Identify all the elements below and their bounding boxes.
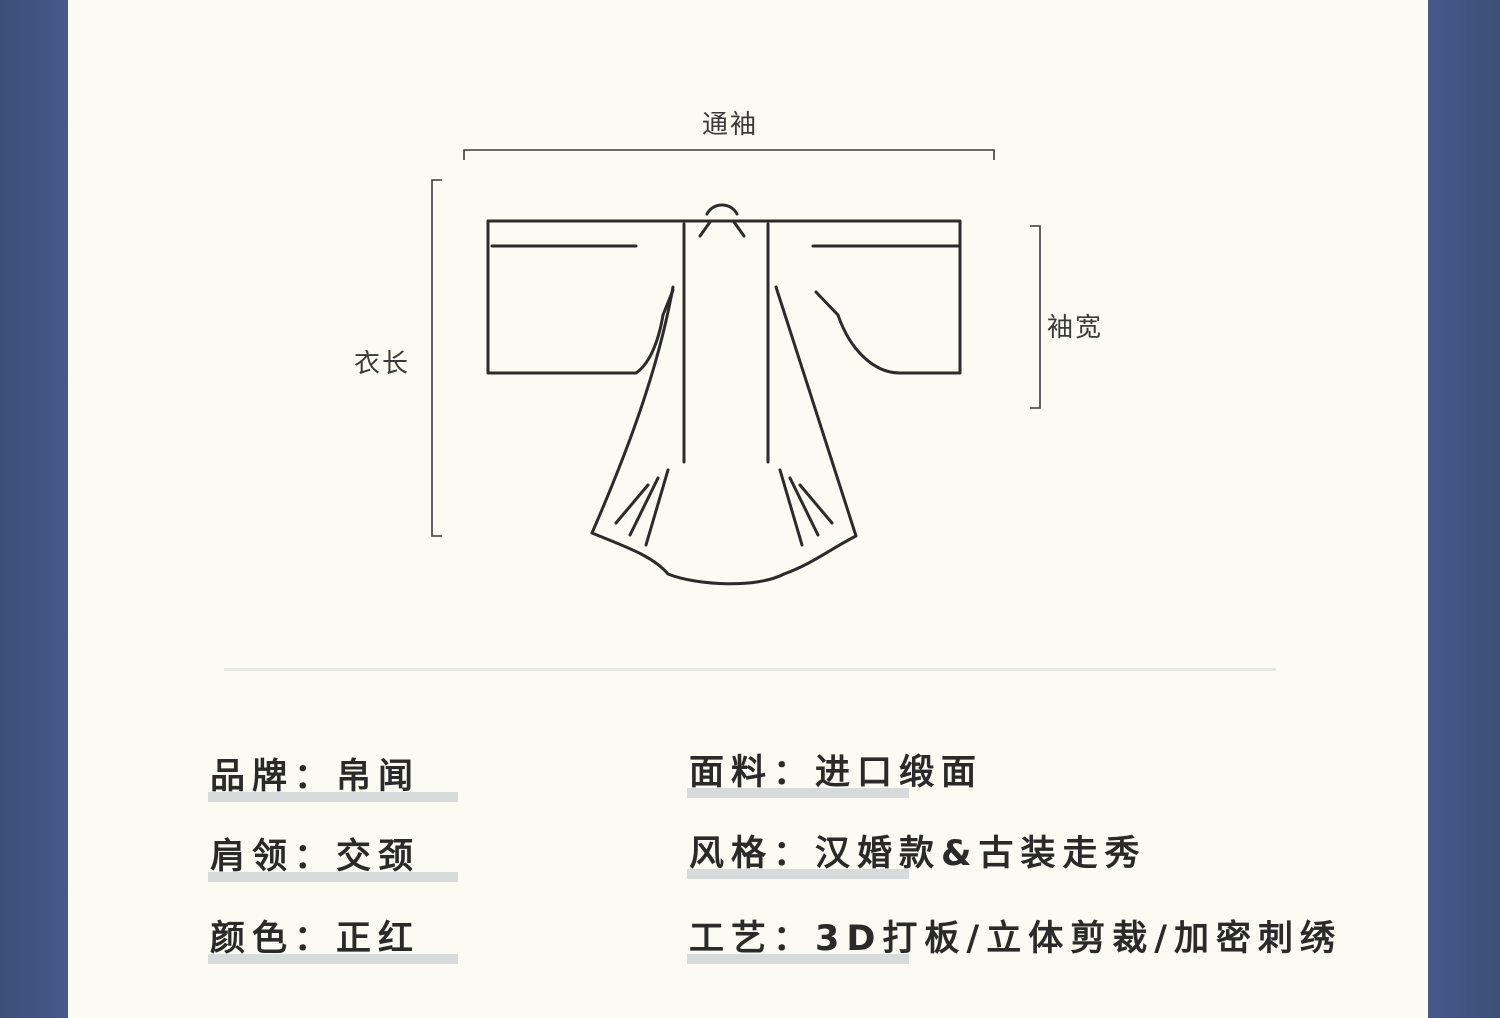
spec-value: 交颈	[336, 837, 421, 877]
spec-highlight	[208, 872, 458, 882]
garment-outline-svg	[431, 149, 1041, 586]
spec-collar: 肩领：交颈	[208, 828, 458, 888]
sleeve-span-label: 通袖	[702, 110, 759, 140]
length-bracket	[431, 179, 442, 537]
spec-label: 面料	[689, 753, 774, 793]
spec-brand: 品牌：帛闻	[208, 748, 458, 808]
spec-highlight	[208, 954, 458, 964]
spec-value: 进口缎面	[815, 753, 984, 793]
garment-length-label: 衣长	[354, 349, 411, 379]
spec-highlight	[687, 869, 909, 879]
sleeve-width-label: 袖宽	[1047, 313, 1104, 343]
spec-fabric: 面料：进口缎面	[687, 744, 976, 804]
spec-label: 颜色	[210, 919, 295, 959]
spec-label: 风格	[689, 834, 774, 874]
spec-separator: ：	[773, 834, 816, 874]
spec-style: 风格：汉婚款&古装走秀	[687, 825, 1140, 885]
spec-separator: ：	[294, 837, 337, 877]
right-border	[1428, 0, 1500, 1018]
spec-highlight	[208, 792, 458, 802]
spec-label: 品牌	[210, 757, 295, 797]
spec-label: 工艺	[689, 919, 774, 959]
spec-craft: 工艺：3D打板/立体剪裁/加密刺绣	[687, 910, 1335, 970]
spec-label: 肩领	[210, 837, 295, 877]
spec-value: 汉婚款&古装走秀	[815, 834, 1147, 874]
spec-value: 帛闻	[336, 757, 421, 797]
spec-highlight	[687, 954, 909, 964]
spec-value: 正红	[336, 919, 421, 959]
robe-outline-icon	[486, 203, 962, 586]
spec-color: 颜色：正红	[208, 910, 458, 970]
sleeve-span-bracket	[463, 149, 995, 160]
spec-value: 3D打板/立体剪裁/加密刺绣	[815, 919, 1343, 959]
section-divider	[224, 668, 1276, 671]
spec-separator: ：	[294, 919, 337, 959]
garment-size-diagram: 通袖 衣长 袖宽	[68, 0, 1428, 640]
spec-separator: ：	[294, 757, 337, 797]
sleeve-width-bracket	[1030, 225, 1041, 409]
spec-highlight	[687, 788, 909, 798]
spec-card: 通袖 衣长 袖宽 品牌：帛闻 肩领：交颈 颜色：正红 面料：进口缎面 风格：汉婚…	[68, 0, 1428, 1018]
spec-separator: ：	[773, 753, 816, 793]
left-border	[0, 0, 68, 1018]
spec-separator: ：	[773, 919, 816, 959]
